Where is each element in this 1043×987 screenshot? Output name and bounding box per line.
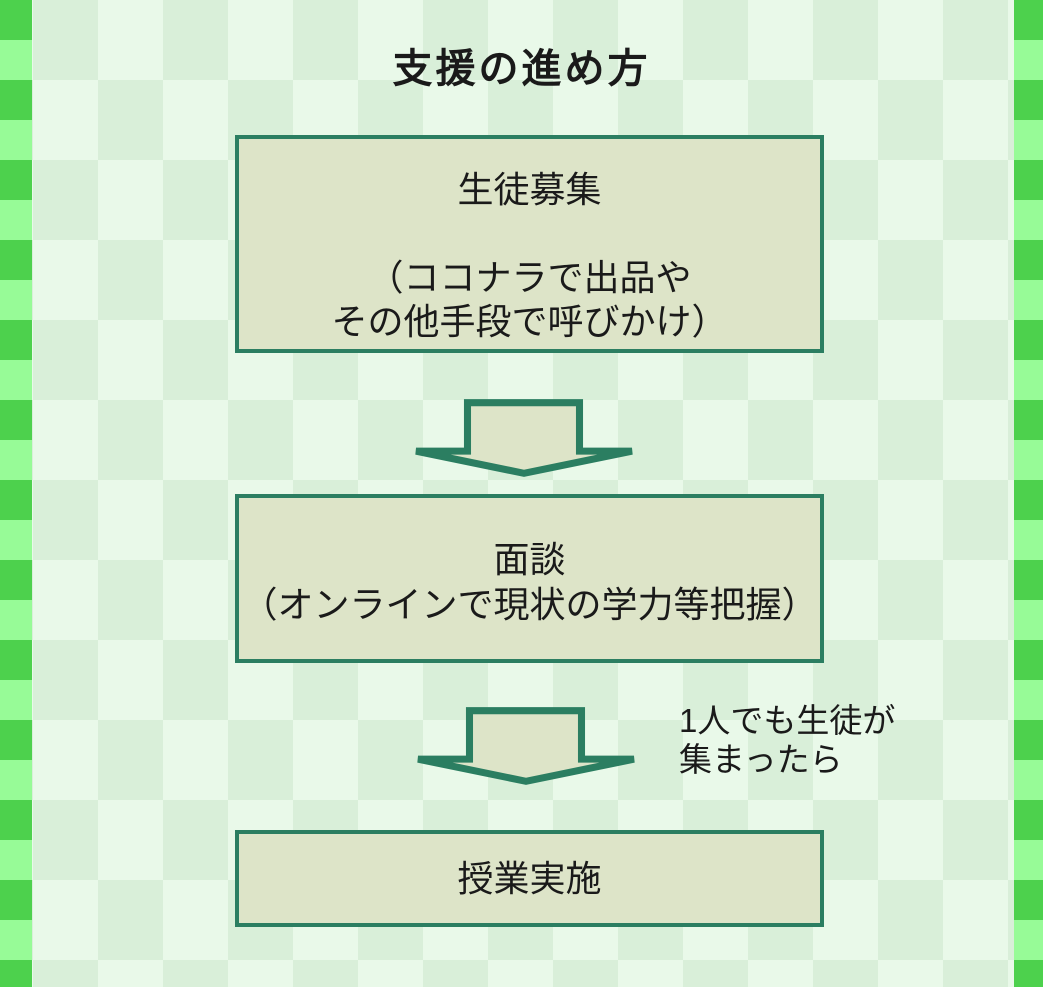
arrow-condition-note: 1人でも生徒が 集まったら bbox=[679, 701, 895, 779]
flow-step-student-recruitment: 生徒募集 （ココナラで出品や その他手段で呼びかけ） bbox=[235, 135, 824, 353]
step-text-line: 面談 bbox=[493, 539, 566, 580]
page-title: 支援の進め方 bbox=[392, 47, 651, 91]
step-text-line: 生徒募集 bbox=[457, 169, 602, 210]
note-text-line: 1人でも生徒が bbox=[679, 702, 896, 739]
left-border-pattern bbox=[0, 0, 32, 987]
right-border-pattern bbox=[1014, 0, 1043, 987]
flow-step-interview: 面談 （オンラインで現状の学力等把握） bbox=[235, 494, 824, 663]
step-text-line: その他手段で呼びかけ） bbox=[331, 301, 728, 342]
step-text-line: （ココナラで出品や bbox=[367, 257, 692, 298]
down-arrow-icon bbox=[415, 399, 633, 477]
flow-step-lesson-implementation: 授業実施 bbox=[235, 830, 824, 927]
step-text-line bbox=[239, 212, 820, 256]
step-text-line: 授業実施 bbox=[457, 857, 602, 899]
down-arrow-icon bbox=[417, 707, 635, 785]
step-text-line: （オンラインで現状の学力等把握） bbox=[241, 584, 818, 625]
note-text-line: 集まったら bbox=[679, 741, 843, 778]
